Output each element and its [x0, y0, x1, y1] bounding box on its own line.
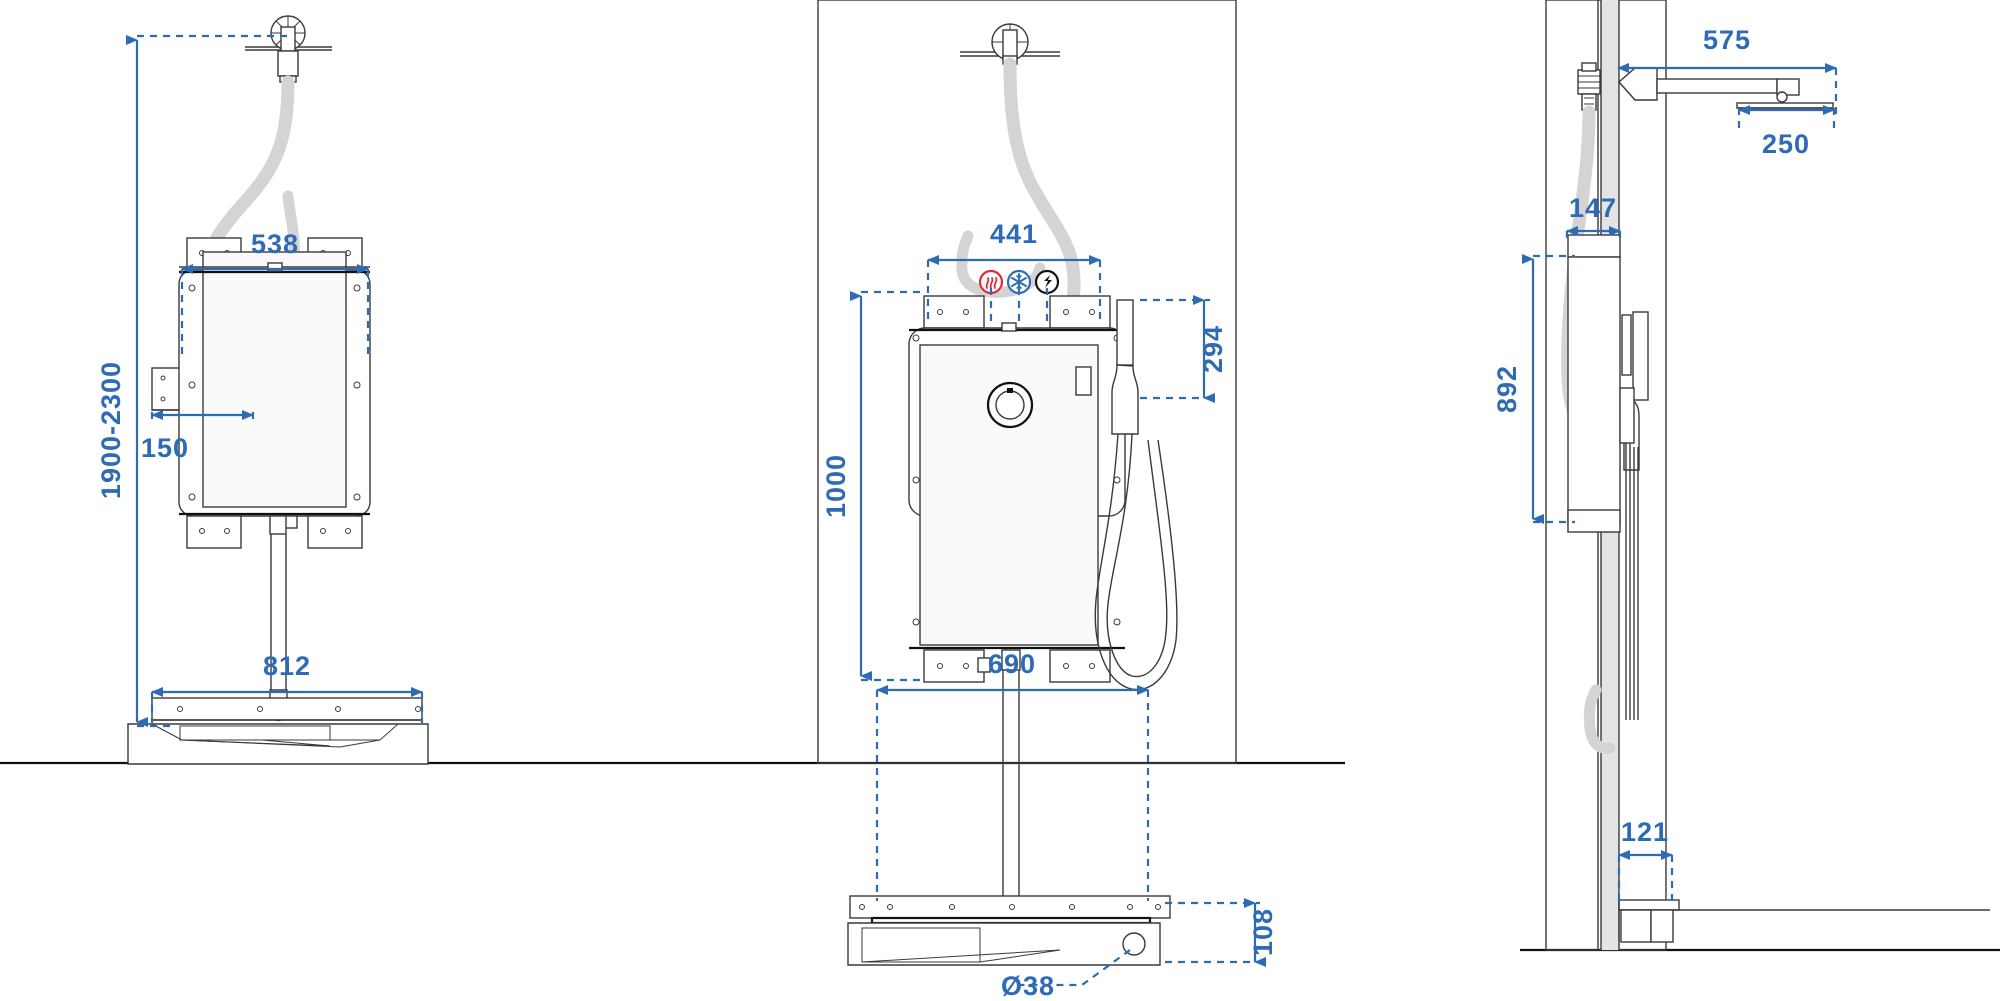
dimension-panel-depth-right: [1565, 226, 1622, 244]
tray-rim-left: [151, 697, 423, 721]
dimension-arm-reach-right: [1617, 63, 1838, 120]
dimension-bracket-width-left: [150, 410, 255, 424]
rail-right: [1621, 314, 1632, 376]
panel-body-middle: [908, 295, 1126, 683]
panel-body-right: [1567, 234, 1621, 533]
handset-body: [1111, 364, 1139, 435]
dimension-tray-width-left: [150, 687, 424, 723]
shower-hose-right-lower: [1583, 684, 1616, 754]
dimension-tray-width-middle: [875, 685, 1150, 901]
dim-label-drain-diameter-middle: Ø38: [1001, 971, 1055, 1001]
dim-label-tray-height-middle: 108: [1248, 908, 1278, 956]
dim-label-head-length-right: 250: [1762, 129, 1810, 159]
dim-label-bracket-width-left: 150: [141, 433, 189, 463]
base-right: [1618, 899, 1990, 943]
dimension-height-range-left: [126, 34, 290, 728]
shower-tray-left: [127, 697, 429, 765]
down-tube-left: [269, 515, 288, 722]
top-bracket-right: [1567, 234, 1621, 258]
dim-label-panel-height-middle: 1000: [821, 454, 851, 518]
ceiling-shower-head-left: [245, 15, 332, 83]
bottom-bracket-left-b: [307, 515, 363, 549]
shower-tray-middle: [847, 895, 1171, 966]
dimension-base-depth-right: [1617, 850, 1674, 902]
wall-panel-middle: [817, 0, 1237, 764]
view-right-side-section: [1522, 0, 1990, 951]
dim-label-height-range-left: 1900-2300: [96, 361, 126, 499]
hose-holder-middle: [1075, 366, 1092, 396]
bottom-bracket-left-a: [186, 515, 242, 549]
dimension-top-width-middle: [926, 255, 1102, 322]
dimension-handset-length-middle: [1140, 295, 1215, 403]
dimension-head-length-right: [1737, 105, 1836, 128]
ceiling-arm-right: [1618, 67, 1834, 109]
slide-rail-right: [1619, 311, 1649, 720]
dim-label-rail-height-right: 892: [1492, 365, 1522, 413]
dimension-rail-height-right: [1522, 254, 1575, 524]
dim-label-tray-width-left: 812: [263, 651, 311, 681]
drain-outlet-middle: [1122, 932, 1146, 956]
panel-face-left: [202, 251, 347, 508]
dim-label-top-width-middle: 441: [990, 219, 1038, 249]
dim-label-arm-reach-right: 575: [1703, 25, 1751, 55]
wall-inlet-fitting-right: [1577, 62, 1601, 111]
dimension-panel-height-middle: [850, 290, 925, 682]
tray-base-middle: [847, 922, 1161, 966]
control-knob-middle: [986, 381, 1034, 429]
dim-label-base-depth-right: 121: [1621, 817, 1669, 847]
panel-face-middle: [919, 344, 1099, 646]
dim-label-tray-width-middle: 690: [988, 649, 1036, 679]
dimension-panel-width-left: [180, 264, 370, 360]
view-left-side-elevation: [126, 15, 429, 765]
bottom-bracket-middle-b: [1049, 649, 1111, 683]
panel-body-left: [178, 237, 371, 549]
supply-icons-group: [978, 269, 1060, 295]
dim-label-panel-width-left: 538: [251, 229, 299, 259]
dimension-tray-height-middle: [1165, 898, 1266, 967]
dimension-drain-diameter-middle: [1020, 949, 1131, 987]
view-middle-front-elevation: [817, 0, 1266, 987]
bottom-bracket-right: [1567, 509, 1621, 533]
dim-label-panel-depth-right: 147: [1569, 193, 1617, 223]
hand-shower-middle: [1075, 299, 1178, 691]
top-bracket-middle-a: [923, 295, 985, 329]
dim-label-handset-length-middle: 294: [1198, 325, 1228, 373]
panel-side-right: [1567, 256, 1621, 526]
bottom-bracket-middle-a: [923, 649, 985, 683]
down-tube-middle: [1001, 649, 1021, 898]
